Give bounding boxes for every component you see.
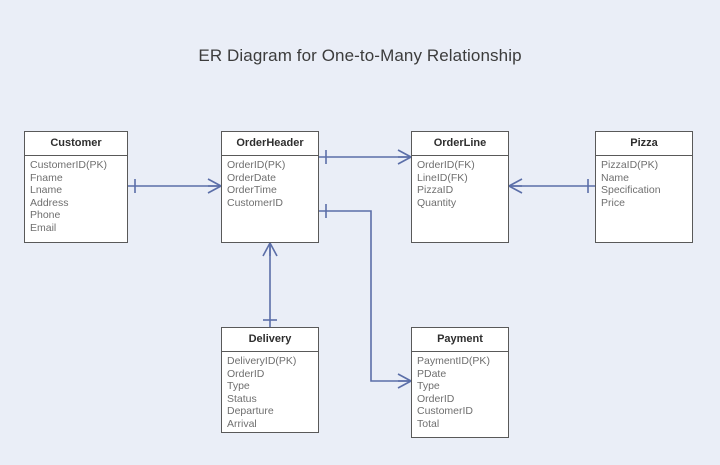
attribute: Status [227,392,257,405]
entity-delivery-title: Delivery [222,328,318,352]
entity-customer-attributes: CustomerID(PK) Fname Lname Address Phone… [25,156,127,235]
attribute: OrderDate [227,171,277,184]
attribute: PizzaID(PK) [601,159,659,171]
relationship-orderheader-payment [319,204,412,389]
relationship-customer-orderheader [128,178,222,194]
attribute: Total [417,417,440,430]
entity-customer-title: Customer [25,132,127,156]
attribute: OrderID [417,392,455,405]
attribute: Type [227,380,250,393]
entity-orderline-title: OrderLine [412,132,508,156]
entity-orderheader[interactable]: OrderHeader OrderID(PK) OrderDate OrderT… [221,131,319,243]
attribute: OrderID [227,367,265,380]
attribute: Departure [227,405,274,418]
entity-payment-title: Payment [412,328,508,352]
entity-delivery-attributes: DeliveryID(PK) OrderID Type Status Depar… [222,352,318,431]
attribute: CustomerID [227,196,284,209]
attribute: PaymentID(PK) [417,355,490,367]
attribute: Fname [30,171,63,184]
attribute: DeliveryID(PK) [227,355,297,367]
entity-payment-attributes: PaymentID(PK) PDate Type OrderID Custome… [412,352,508,431]
attribute: PDate [417,367,447,380]
relationship-orderheader-delivery [262,242,278,327]
entity-orderheader-attributes: OrderID(PK) OrderDate OrderTime Customer… [222,156,318,209]
relationship-orderline-pizza [508,178,595,194]
entity-payment[interactable]: Payment PaymentID(PK) PDate Type OrderID… [411,327,509,438]
attribute: OrderID(FK) [417,159,475,171]
attribute: CustomerID(PK) [30,159,108,171]
attribute: Quantity [417,196,457,209]
entity-pizza-title: Pizza [596,132,692,156]
entity-customer[interactable]: Customer CustomerID(PK) Fname Lname Addr… [24,131,128,243]
entity-orderheader-title: OrderHeader [222,132,318,156]
attribute: Name [601,171,630,184]
entity-pizza-attributes: PizzaID(PK) Name Specification Price [596,156,692,209]
entity-orderline[interactable]: OrderLine OrderID(FK) LineID(FK) PizzaID… [411,131,509,243]
attribute: OrderID(PK) [227,159,286,171]
entity-orderline-attributes: OrderID(FK) LineID(FK) PizzaID Quantity [412,156,508,209]
attribute: LineID(FK) [417,171,468,184]
attribute: Arrival [227,417,257,430]
entity-delivery[interactable]: Delivery DeliveryID(PK) OrderID Type Sta… [221,327,319,433]
entity-pizza[interactable]: Pizza PizzaID(PK) Name Specification Pri… [595,131,693,243]
attribute: Type [417,380,440,393]
attribute: Lname [30,184,63,197]
attribute: Email [30,221,57,234]
attribute: Phone [30,209,61,222]
attribute: Price [601,196,625,209]
page-title: ER Diagram for One-to-Many Relationship [198,46,522,65]
attribute: Specification [601,184,661,197]
attribute: OrderTime [227,184,277,197]
attribute: PizzaID [417,184,454,197]
relationship-orderheader-orderline [319,149,412,165]
attribute: Address [30,196,69,209]
attribute: CustomerID [417,405,474,418]
